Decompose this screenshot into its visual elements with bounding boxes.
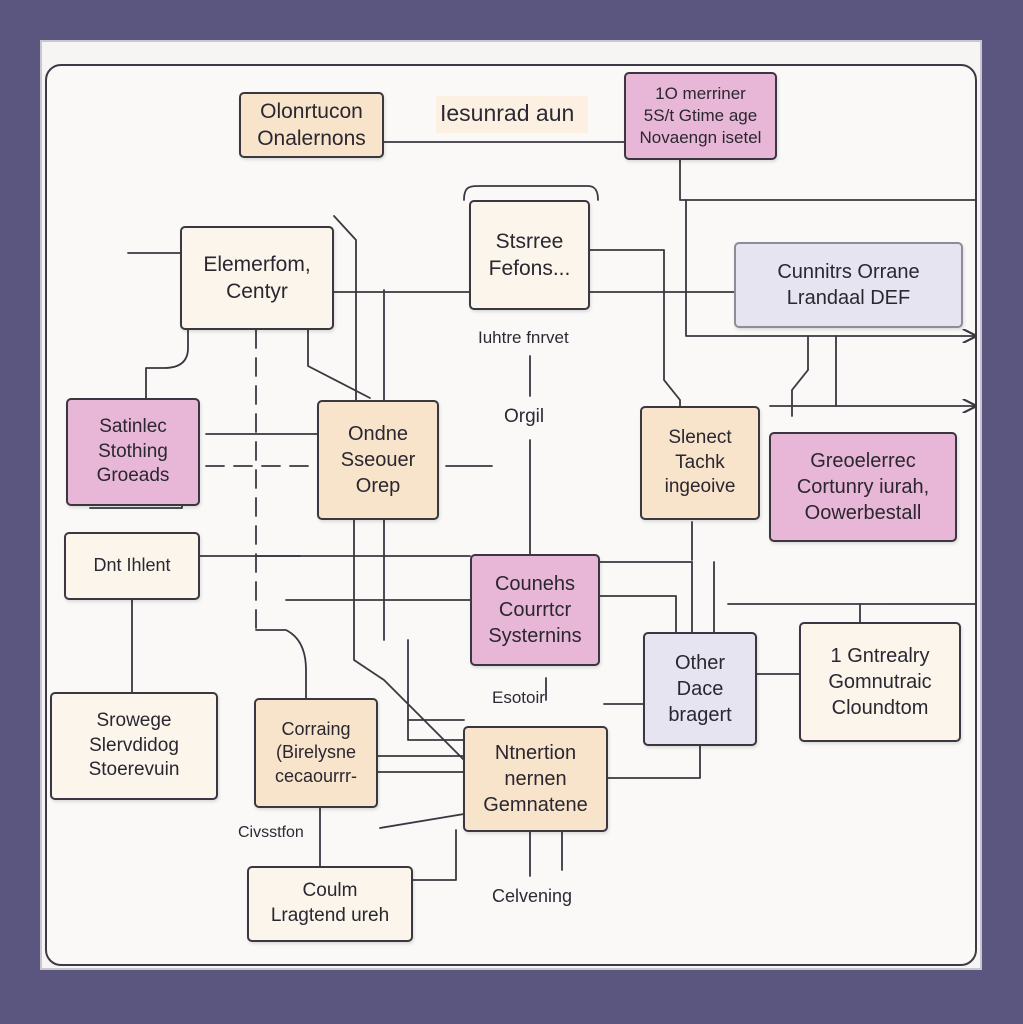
- edge-label: Esotoir: [492, 688, 545, 707]
- edge-label: Iuhtre fnrvet: [478, 328, 569, 347]
- node-line: Other: [674, 652, 726, 674]
- node-line: (Birelysne: [275, 742, 357, 763]
- node-line: Centyr: [226, 280, 288, 303]
- node-line: 5S/t Gtime age: [643, 105, 758, 125]
- node-line: Srowege: [96, 709, 172, 731]
- node-line: Onalernons: [257, 127, 366, 150]
- node-stsrree[interactable]: Stsrree Fefons...: [469, 200, 590, 310]
- node-line: Oowerbestall: [804, 502, 922, 524]
- node-line: Coulm: [302, 880, 358, 902]
- node-line: Corraing: [281, 718, 351, 739]
- node-coulm[interactable]: Coulm Lragtend ureh: [247, 866, 413, 942]
- node-line: Novaengn isetel: [639, 128, 762, 148]
- edge-label: Celvening: [492, 886, 573, 906]
- node-line: Ondne: [347, 423, 409, 445]
- node-line: cecaourrr-: [274, 765, 358, 786]
- node-line: Tachk: [675, 451, 725, 473]
- node-line: ingeoive: [664, 476, 736, 498]
- node-ntnertion[interactable]: Ntnertion nernen Gemnatene: [463, 726, 608, 832]
- node-corraing[interactable]: Corraing (Birelysne cecaourrr-: [254, 698, 378, 808]
- node-line: Fefons...: [488, 257, 571, 280]
- node-line: 1 Gntrealry: [830, 645, 930, 667]
- node-ondne[interactable]: Ondne Sseouer Orep: [317, 400, 439, 520]
- node-line: Courrtcr: [498, 599, 572, 621]
- node-merriner[interactable]: 1O merriner 5S/t Gtime age Novaengn iset…: [624, 72, 777, 160]
- node-line: Groeads: [96, 465, 170, 487]
- edge-label: Orgil: [504, 406, 545, 427]
- node-satinlec[interactable]: Satinlec Stothing Groeads: [66, 398, 200, 506]
- node-line: Lrandaal DEF: [786, 287, 911, 309]
- node-cunnitrs[interactable]: Cunnitrs Orrane Lrandaal DEF: [734, 242, 963, 328]
- node-line: Greoelerrec: [810, 450, 916, 472]
- node-line: Cunnitrs Orrane: [777, 261, 920, 283]
- node-slenect[interactable]: Slenect Tachk ingeoive: [640, 406, 760, 520]
- node-line: Sseouer: [340, 449, 416, 471]
- node-line: Orep: [355, 475, 401, 497]
- node-line: Ntnertion: [494, 742, 577, 764]
- node-line: Stothing: [98, 440, 168, 462]
- node-line: Slervdidog: [89, 734, 179, 756]
- edge-label: Civsstfon: [238, 824, 304, 841]
- header-label: Iesunrad aun: [436, 96, 589, 133]
- node-line: Stsrree: [495, 229, 564, 253]
- node-line: Cortunry iurah,: [796, 476, 930, 498]
- node-line: Cloundtom: [831, 697, 929, 719]
- node-line: Gomnutraic: [828, 671, 932, 693]
- node-line: Satinlec: [99, 415, 167, 437]
- node-line: bragert: [668, 704, 732, 726]
- node-dnt-ihlent[interactable]: Dnt Ihlent: [64, 532, 200, 600]
- node-greoelerrec[interactable]: Greoelerrec Cortunry iurah, Oowerbestall: [769, 432, 957, 542]
- node-line: Dnt Ihlent: [93, 555, 171, 576]
- node-line: Olonrtucon: [260, 99, 363, 123]
- node-line: Dace: [676, 678, 724, 700]
- node-line: Elemerfom,: [203, 252, 311, 276]
- node-line: 1O merriner: [655, 83, 746, 103]
- node-line: Systernins: [488, 625, 582, 647]
- node-line: nernen: [504, 768, 567, 790]
- node-counehs[interactable]: Counehs Courrtcr Systernins: [470, 554, 600, 666]
- node-line: Gemnatene: [483, 794, 588, 816]
- node-other[interactable]: Other Dace bragert: [643, 632, 757, 746]
- node-olonrtucon[interactable]: Olonrtucon Onalernons: [239, 92, 384, 158]
- node-gntrealry[interactable]: 1 Gntrealry Gomnutraic Cloundtom: [799, 622, 961, 742]
- node-srowege[interactable]: Srowege Slervdidog Stoerevuin: [50, 692, 218, 800]
- node-line: Counehs: [494, 573, 576, 595]
- node-line: Stoerevuin: [88, 759, 180, 781]
- node-elemerfom[interactable]: Elemerfom, Centyr: [180, 226, 334, 330]
- node-line: Slenect: [668, 426, 732, 448]
- node-line: Lragtend ureh: [270, 905, 390, 926]
